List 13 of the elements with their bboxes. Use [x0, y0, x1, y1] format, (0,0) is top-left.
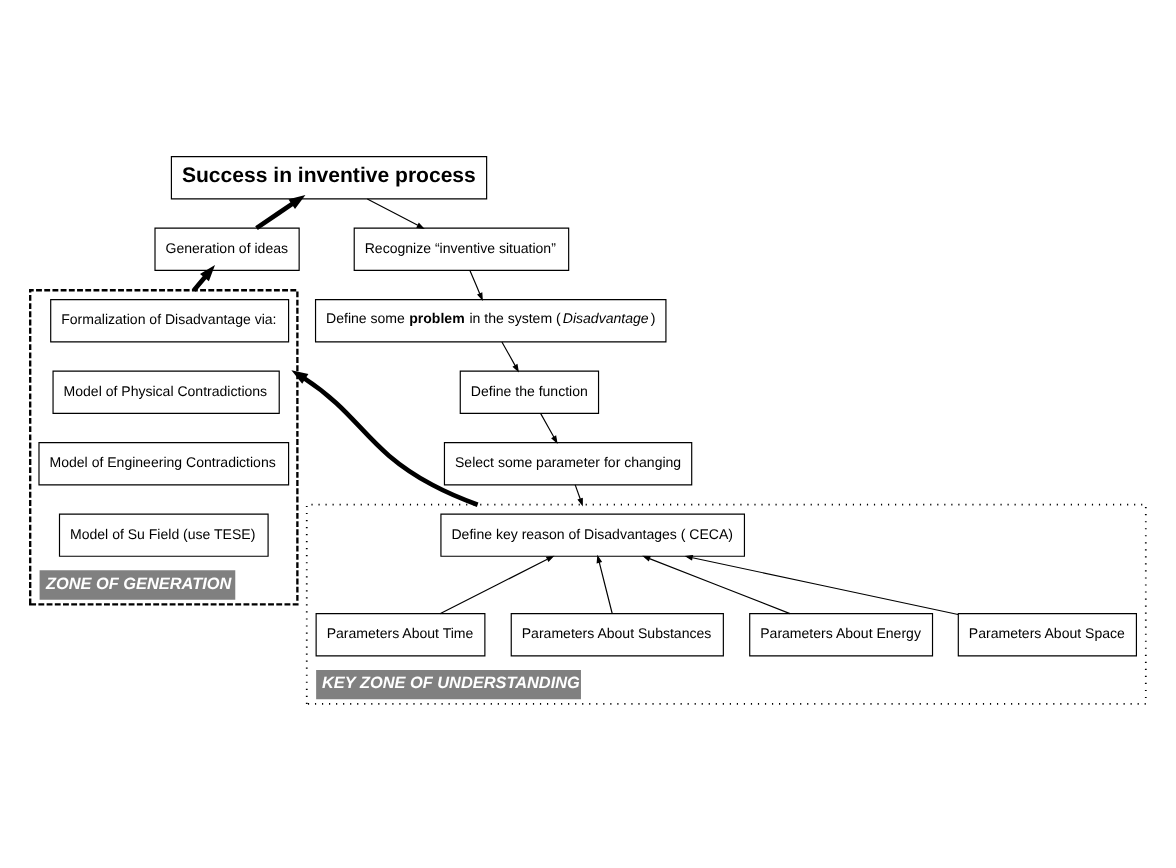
node-box: Success in inventive process: [170, 155, 488, 199]
arrow: [366, 197, 425, 228]
arrow: [596, 553, 613, 614]
arrow: [291, 369, 479, 506]
arrow: [540, 411, 558, 443]
arrow: [439, 554, 555, 614]
arrow: [192, 264, 215, 291]
arrow: [574, 483, 583, 506]
arrow: [469, 268, 483, 300]
arrow: [501, 340, 519, 372]
arrow: [255, 194, 306, 230]
arrow: [642, 554, 791, 614]
arrow: [684, 553, 959, 615]
